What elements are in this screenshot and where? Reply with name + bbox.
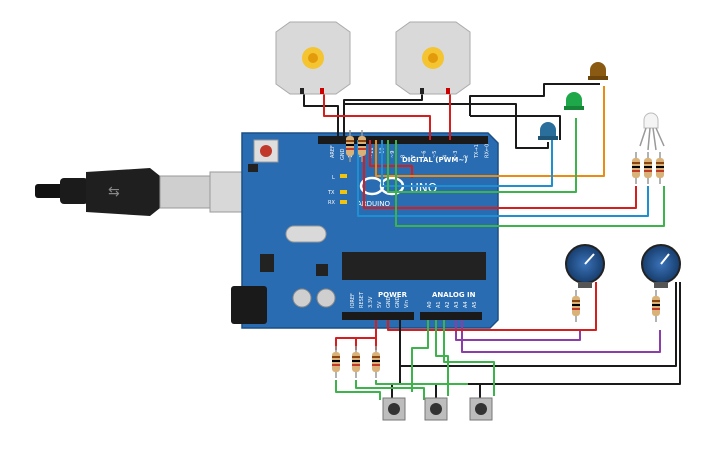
analog-pin-label-5: A5 — [472, 301, 478, 308]
reset-button[interactable] — [260, 145, 272, 157]
motor-2 — [395, 21, 471, 95]
motor-1 — [275, 21, 351, 95]
brand-label: ARDUINO — [357, 200, 390, 208]
pot-1[interactable] — [565, 244, 605, 288]
orange-led — [588, 62, 608, 80]
svg-text:⇆: ⇆ — [108, 184, 120, 200]
aref-label: AREF — [330, 145, 336, 158]
tx-label: TX — [327, 190, 335, 196]
digital-pin-label-7: ~6 — [422, 151, 428, 158]
digital-pin-label-6: 7 — [411, 155, 417, 158]
power-pin-label-3: 5V — [377, 301, 383, 308]
digital-pin-label-13: RX←0 — [485, 144, 491, 158]
analog-pin-label-4: A4 — [463, 301, 469, 308]
gnd-pin-label: GND — [340, 148, 346, 160]
analog-header — [420, 312, 482, 320]
button-2[interactable] — [424, 397, 448, 421]
analog-label: ANALOG IN — [432, 291, 476, 299]
digital-pin-label-4: ~9 — [390, 151, 396, 158]
digital-label: DIGITAL (PWM~) — [402, 156, 467, 164]
button-1[interactable] — [382, 397, 406, 421]
digital-pin-label-12: TX→1 — [474, 144, 480, 159]
resistor-group — [332, 130, 664, 378]
l-led-label: L — [332, 175, 335, 181]
resistor-1 — [346, 130, 354, 162]
rgb-led — [639, 112, 665, 151]
power-pin-label-4: GND — [386, 296, 392, 308]
resistor-5 — [656, 152, 664, 184]
power-pin-label-1: RESET — [359, 291, 365, 308]
resistor-4 — [644, 152, 652, 184]
button-3[interactable] — [469, 397, 493, 421]
power-header — [342, 312, 414, 320]
analog-pin-label-0: A0 — [427, 301, 433, 308]
resistor-2 — [358, 130, 366, 162]
digital-pin-label-8: ~5 — [432, 151, 438, 158]
resistor-9 — [352, 346, 360, 378]
resistor-10 — [372, 346, 380, 378]
rx-label: RX — [328, 200, 335, 206]
analog-pin-label-3: A3 — [454, 301, 460, 308]
power-pin-label-6: Vin — [404, 300, 410, 308]
blue-led — [538, 122, 558, 140]
resistor-3 — [632, 152, 640, 184]
digital-header — [318, 136, 488, 144]
digital-pin-label-5: 8 — [401, 155, 407, 158]
usb-cable: ⇆ — [35, 168, 251, 216]
analog-pin-label-2: A2 — [445, 301, 451, 308]
digital-pin-label-2: ~11 — [369, 147, 375, 158]
wires — [303, 83, 681, 400]
digital-pin-label-9: 4 — [443, 155, 449, 158]
resistor-8 — [332, 346, 340, 378]
pot-2[interactable] — [641, 244, 681, 288]
power-pin-label-2: 3.3V — [368, 296, 374, 308]
green-led — [564, 92, 584, 110]
atmega-chip — [342, 252, 486, 280]
digital-pin-label-11: 2 — [464, 155, 470, 158]
power-pin-label-0: IOREF — [350, 293, 356, 308]
arduino-uno-board: ARDUINO UNO DIGITAL (PWM~) POWER ANALOG … — [231, 132, 499, 329]
resistor-7 — [652, 290, 660, 322]
power-label: POWER — [378, 291, 408, 299]
power-pin-label-5: GND — [395, 296, 401, 308]
resistor-6 — [572, 290, 580, 322]
analog-pin-label-1: A1 — [436, 301, 442, 308]
digital-pin-label-10: ~3 — [453, 151, 459, 158]
